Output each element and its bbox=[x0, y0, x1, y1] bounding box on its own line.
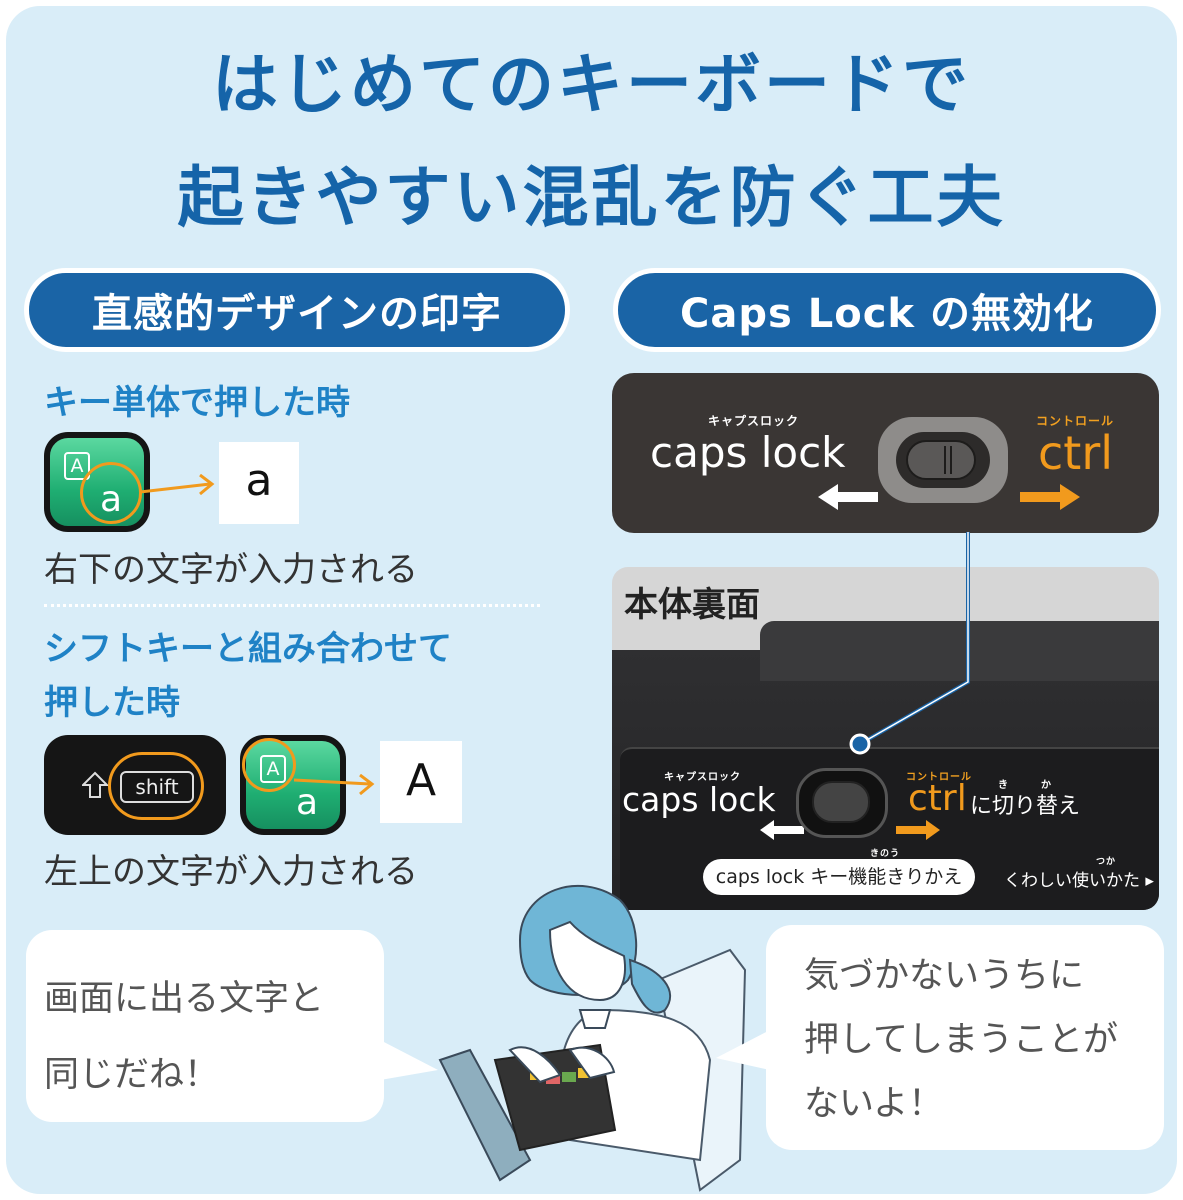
switch-to-text: に切り替え bbox=[970, 794, 1081, 819]
caps-kana: キャプスロック bbox=[708, 414, 800, 428]
photo-caps-kana: キャプスロック bbox=[664, 772, 741, 783]
single-key-heading: キー単体で押した時 bbox=[44, 383, 350, 423]
bubble-right-tail bbox=[716, 1030, 770, 1070]
bubble-right-line-3: ないよ！ bbox=[804, 1084, 944, 1124]
highlight-ring-2 bbox=[242, 738, 296, 792]
photo-label: 本体裏面 bbox=[624, 585, 760, 625]
switch-knob bbox=[906, 440, 976, 480]
bubble-right-line-2: 押してしまうことが bbox=[804, 1020, 1118, 1060]
dotted-divider bbox=[44, 604, 540, 607]
ruby-ka: か bbox=[1041, 780, 1052, 791]
shift-arrow-icon bbox=[82, 771, 108, 798]
arrow-left-icon bbox=[818, 484, 878, 510]
speech-bubble-right: 気づかないうちに 押してしまうことが ないよ！ bbox=[766, 925, 1164, 1150]
arrow-right-icon-2 bbox=[294, 774, 375, 796]
ruby-kinou: きのう bbox=[870, 849, 901, 859]
output-char-box: a bbox=[219, 442, 299, 524]
arrow-right-icon bbox=[140, 474, 215, 496]
shift-combo-heading-2: 押した時 bbox=[44, 683, 180, 723]
ruby-tsuka: つか bbox=[1096, 857, 1117, 867]
arrow-right-orange-icon bbox=[1020, 484, 1080, 510]
section-pill-intuitive-design: 直感的デザインの印字 bbox=[24, 268, 570, 352]
photo-caps-label: caps lock bbox=[622, 780, 776, 819]
speech-bubble-left: 画面に出る文字と 同じだね！ bbox=[26, 930, 384, 1122]
function-switch-pill: caps lock キー機能きりかえ bbox=[703, 859, 975, 895]
output-char-box-2: A bbox=[380, 741, 462, 823]
bubble-left-tail bbox=[380, 1040, 438, 1080]
shift-combo-heading-1: シフトキーと組み合わせて bbox=[44, 629, 452, 669]
bubble-left-line-1: 画面に出る文字と bbox=[44, 979, 325, 1019]
single-key-caption: 右下の文字が入力される bbox=[44, 550, 418, 590]
ctrl-label: ctrl bbox=[1038, 426, 1114, 480]
photo-ctrl-kana: コントロール bbox=[906, 772, 972, 783]
keyboard-ridge bbox=[760, 621, 1159, 681]
highlight-ring bbox=[80, 462, 142, 524]
bubble-left-line-2: 同じだね！ bbox=[44, 1055, 220, 1095]
person-typing-illustration bbox=[438, 884, 747, 1192]
ctrl-kana: コントロール bbox=[1036, 414, 1115, 428]
photo-arrow-left-icon bbox=[760, 820, 804, 840]
shift-highlight-ring bbox=[108, 752, 204, 820]
photo-ctrl-label: ctrl bbox=[908, 778, 967, 819]
bubble-right-line-1: 気づかないうちに bbox=[804, 956, 1085, 996]
key-upper-label: A bbox=[64, 452, 90, 480]
title-line-2: 起きやすい混乱を防ぐ工夫 bbox=[177, 159, 1006, 236]
photo-arrow-right-icon bbox=[896, 820, 940, 840]
caps-lock-label: caps lock bbox=[650, 428, 846, 477]
ruby-ki: き bbox=[998, 780, 1009, 791]
detail-usage-link: くわしい使いかた ▸ bbox=[1004, 871, 1154, 891]
shift-combo-caption: 左上の文字が入力される bbox=[44, 852, 418, 892]
physical-switch-knob bbox=[812, 781, 870, 823]
key-lower-label-2: a bbox=[296, 782, 319, 823]
title-line-1: はじめてのキーボードで bbox=[212, 46, 971, 123]
section-pill-caps-lock: Caps Lock の無効化 bbox=[613, 268, 1161, 352]
connector-line bbox=[849, 532, 970, 755]
